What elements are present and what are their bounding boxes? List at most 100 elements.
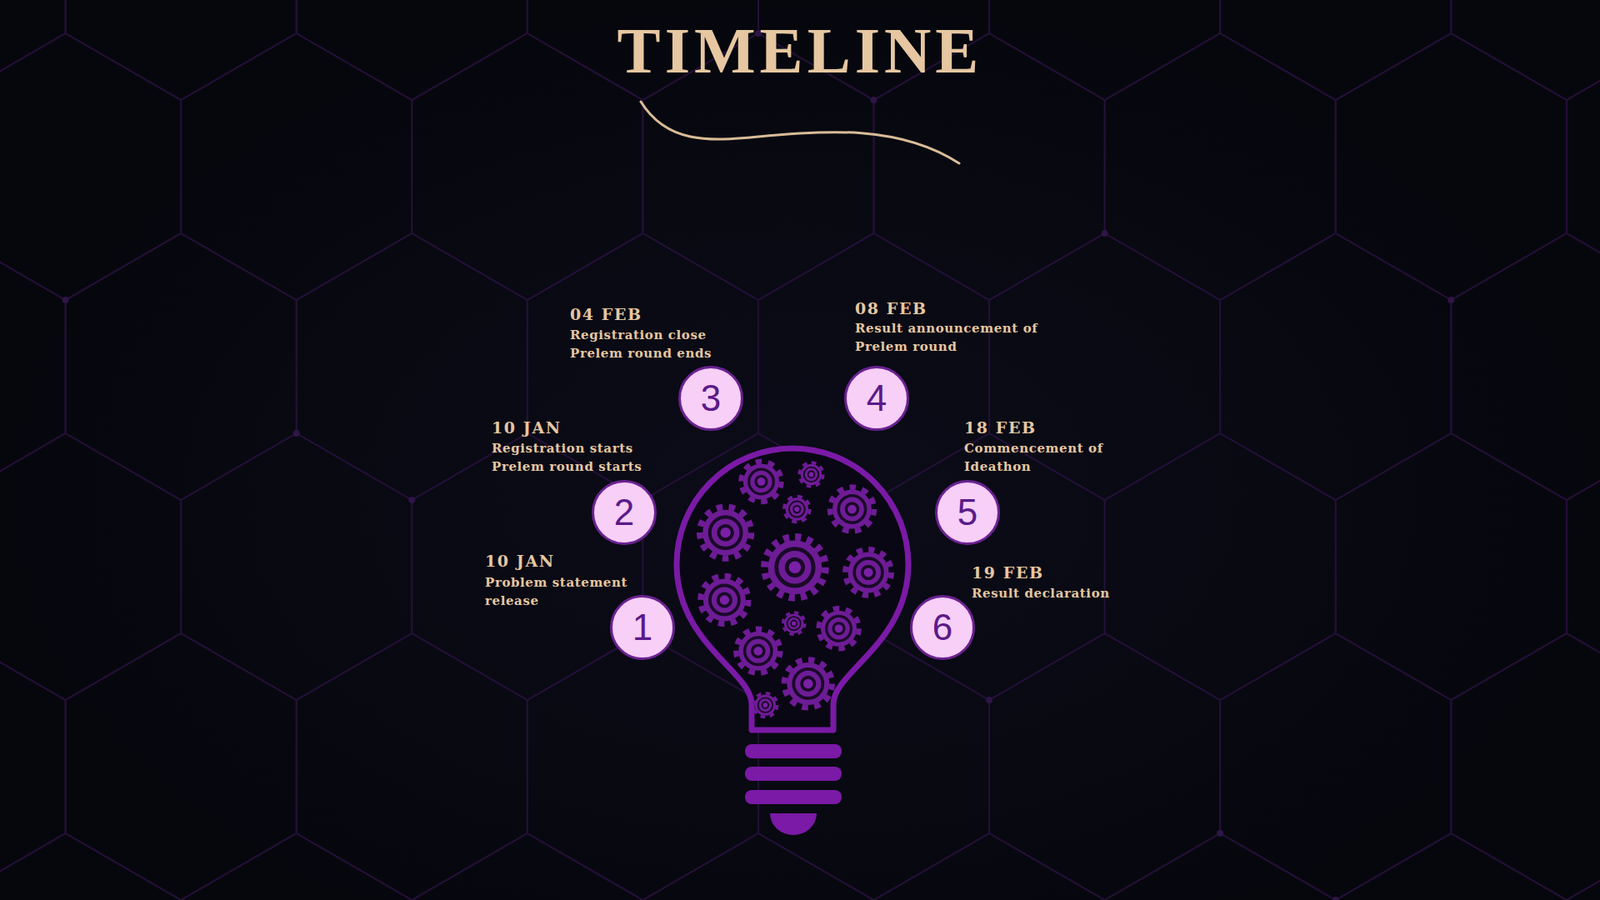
gear [784, 660, 832, 708]
event-description: Prelem round ends [570, 344, 712, 363]
gear-hub [716, 591, 733, 608]
gear-ring [758, 697, 774, 713]
hexagon-cell [1105, 33, 1336, 300]
hexagon-cell [1450, 633, 1600, 900]
gear-body [848, 551, 890, 593]
hexagon-cell [0, 833, 181, 900]
gear [740, 461, 781, 502]
grid-dot [870, 96, 878, 104]
gear-center [789, 561, 802, 575]
gear [782, 612, 805, 635]
gear-ring [745, 637, 772, 665]
step-number: 1 [632, 609, 653, 646]
event-description: Problem statement release [485, 573, 652, 610]
event-date: 19 FEB [971, 563, 1045, 582]
gear-teeth [830, 487, 875, 532]
hexagon-cell [527, 633, 759, 900]
gear-hub [750, 643, 766, 659]
grid-dot [985, 696, 993, 704]
gear-body [702, 510, 749, 556]
gear-teeth [784, 660, 832, 708]
gear-teeth [753, 693, 778, 718]
gear-ring [787, 616, 801, 630]
gear-teeth [765, 536, 826, 598]
gear-ring [789, 501, 805, 518]
gear-group [700, 461, 892, 718]
gear-center [720, 527, 730, 538]
gear-center [864, 567, 874, 577]
gear-hub [831, 621, 845, 635]
gear [818, 608, 859, 649]
gear-center [803, 679, 813, 689]
hexagon-cell [65, 0, 297, 100]
gear-center [791, 621, 796, 626]
gear [753, 693, 778, 718]
gear-hub [807, 470, 816, 480]
gear [845, 549, 891, 595]
gear-body [738, 631, 778, 671]
gear-body [786, 662, 830, 705]
gear-hub [716, 524, 735, 542]
gear-body [768, 540, 823, 595]
gear-body [800, 464, 822, 485]
hexagon-cell [296, 633, 528, 900]
hexagon-cell [1450, 233, 1600, 500]
hexagon-cell [1220, 0, 1451, 100]
gear [765, 536, 826, 598]
gear-hub [860, 565, 876, 580]
hexagon-cell [411, 33, 643, 300]
gear-center [835, 624, 844, 633]
hexagon-cell [0, 433, 181, 700]
hexagon-cell [1566, 33, 1600, 300]
gear-body [743, 463, 780, 500]
gear-center [754, 646, 764, 656]
step-circle: 2 [591, 480, 657, 545]
gear-ring [838, 495, 865, 523]
gear-ring [710, 585, 740, 615]
event-date: 08 FEB [855, 299, 928, 318]
hexagon-cell [180, 833, 412, 900]
event-description: Registration starts [491, 439, 634, 458]
step-circle: 6 [910, 595, 975, 660]
step-number: 2 [614, 494, 635, 531]
gear-center [720, 595, 730, 605]
gear-teeth [845, 549, 891, 595]
gear-hub [790, 620, 798, 628]
step-number: 5 [957, 494, 978, 531]
grid-dot [1101, 230, 1109, 237]
gear-hub [785, 557, 805, 578]
hexagon-cell [65, 633, 297, 900]
gear-center [847, 505, 857, 515]
step-number: 3 [700, 380, 721, 417]
gear-ring [776, 549, 814, 586]
gear-body [785, 497, 809, 520]
step-circle: 1 [610, 595, 675, 660]
gear-center [763, 702, 769, 708]
gear [700, 506, 752, 559]
hexagon-cell [296, 0, 528, 100]
gear-teeth [700, 575, 749, 624]
hexagon-cell [1566, 433, 1600, 700]
hexagon-cell [1566, 833, 1600, 900]
gear-teeth [735, 629, 780, 674]
hexagon-cell [1335, 33, 1567, 300]
gear [784, 496, 810, 523]
bulb-base-band [745, 744, 842, 759]
hexagon-cell [0, 0, 66, 100]
hexagon-cell [0, 633, 66, 900]
gear [735, 629, 780, 674]
event-description: Registration close [570, 325, 707, 345]
title: TIMELINE [0, 15, 1600, 87]
hexagon-cell [0, 233, 66, 500]
grid-dot [62, 296, 70, 304]
step-number: 6 [932, 609, 953, 646]
hexagon-cell [1105, 433, 1336, 700]
hexagon-cell [1220, 233, 1451, 500]
gear-ring [854, 558, 883, 587]
gear-ring [793, 669, 823, 699]
gear-teeth [784, 496, 810, 523]
gear-teeth [799, 462, 824, 487]
event-date: 18 FEB [964, 418, 1037, 437]
step-circle: 4 [844, 365, 910, 431]
gear-ring [710, 516, 742, 549]
